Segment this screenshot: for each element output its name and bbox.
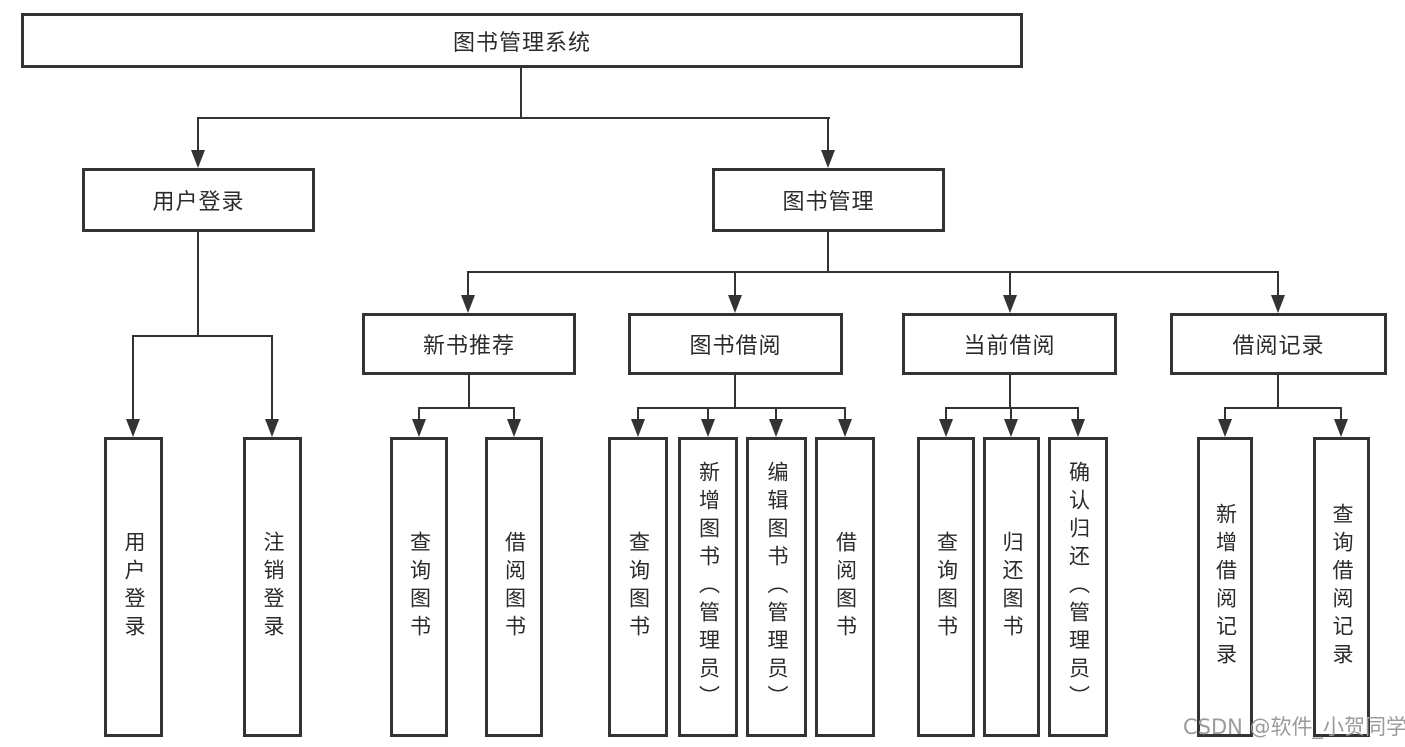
connector-newbooks-stub-2 (513, 407, 515, 421)
arrowhead-down-icon (507, 419, 521, 437)
connector-bookborrow-stub-2 (707, 407, 709, 421)
connector-bookborrow-vertical (734, 375, 736, 408)
connector-userlogin-horizontal (132, 335, 273, 337)
arrowhead-down-icon (769, 419, 783, 437)
connector-bookmgmt-vertical (827, 232, 829, 273)
connector-root-stub-right (827, 117, 829, 153)
node-book-management: 图书管理 (712, 168, 945, 232)
connector-newbooks-vertical (468, 375, 470, 408)
leaf-borrow-query-label: 查询图书 (626, 531, 651, 643)
connector-records-horizontal (1224, 407, 1342, 409)
connector-bookborrow-horizontal (637, 407, 846, 409)
node-root-label: 图书管理系统 (452, 30, 591, 56)
leaf-current-query-label: 查询图书 (934, 531, 959, 643)
leaf-records-query: 查询借阅记录 (1313, 437, 1370, 737)
arrowhead-down-icon (631, 419, 645, 437)
connector-newbooks-stub-1 (418, 407, 420, 421)
arrowhead-down-icon (126, 419, 140, 437)
leaf-borrow-query: 查询图书 (608, 437, 668, 737)
node-user-login: 用户登录 (82, 168, 315, 232)
connector-records-vertical (1277, 375, 1279, 408)
connector-root-stub-left (197, 117, 199, 153)
connector-currentborrow-stub-1 (945, 407, 947, 421)
connector-root-vertical (520, 67, 522, 118)
connector-newbooks-horizontal (418, 407, 515, 409)
connector-currentborrow-stub-3 (1077, 407, 1079, 421)
connector-userlogin-vertical (197, 232, 199, 336)
leaf-current-query: 查询图书 (917, 437, 975, 737)
node-borrow-records-label: 借阅记录 (1232, 334, 1325, 359)
arrowhead-down-icon (1334, 419, 1348, 437)
node-new-book-recommend: 新书推荐 (362, 313, 576, 375)
connector-bookmgmt-stub-4 (1277, 271, 1279, 297)
connector-bookmgmt-stub-1 (467, 271, 469, 297)
arrowhead-down-icon (1003, 295, 1017, 313)
node-root: 图书管理系统 (21, 13, 1023, 68)
leaf-borrow-edit-admin-label: 编辑图书（管理员） (765, 461, 789, 713)
node-book-borrow-label: 图书借阅 (689, 334, 782, 359)
arrowhead-down-icon (1004, 419, 1018, 437)
node-new-book-recommend-label: 新书推荐 (422, 334, 515, 359)
leaf-current-confirm-admin-label: 确认归还（管理员） (1066, 461, 1091, 713)
connector-bookborrow-stub-1 (637, 407, 639, 421)
leaf-borrow-book: 借阅图书 (815, 437, 875, 737)
node-current-borrow-label: 当前借阅 (963, 334, 1056, 359)
connector-root-horizontal (197, 117, 830, 119)
leaf-user-login-label: 用户登录 (122, 531, 146, 643)
leaf-user-login: 用户登录 (104, 437, 163, 737)
leaf-borrow-add-admin-label: 新增图书（管理员） (696, 461, 721, 713)
connector-currentborrow-vertical (1009, 375, 1011, 408)
connector-currentborrow-stub-2 (1010, 407, 1012, 421)
node-book-borrow: 图书借阅 (628, 313, 843, 375)
leaf-newbooks-borrow: 借阅图书 (485, 437, 543, 737)
arrowhead-down-icon (728, 295, 742, 313)
arrowhead-down-icon (191, 150, 205, 168)
connector-currentborrow-horizontal (945, 407, 1079, 409)
connector-bookmgmt-horizontal (468, 271, 1279, 273)
arrowhead-down-icon (701, 419, 715, 437)
connector-bookborrow-stub-3 (775, 407, 777, 421)
arrowhead-down-icon (1071, 419, 1085, 437)
connector-userlogin-stub-2 (271, 335, 273, 420)
leaf-newbooks-query: 查询图书 (390, 437, 448, 737)
arrowhead-down-icon (1218, 419, 1232, 437)
connector-userlogin-stub-1 (132, 335, 134, 420)
leaf-current-confirm-admin: 确认归还（管理员） (1048, 437, 1108, 737)
leaf-newbooks-query-label: 查询图书 (407, 531, 432, 643)
leaf-records-add-label: 新增借阅记录 (1213, 503, 1238, 671)
csdn-watermark: CSDN @软件_小贺同学 (1183, 715, 1405, 739)
leaf-records-add: 新增借阅记录 (1197, 437, 1253, 737)
leaf-records-query-label: 查询借阅记录 (1330, 503, 1354, 671)
arrowhead-down-icon (1271, 295, 1285, 313)
arrowhead-down-icon (265, 419, 279, 437)
node-user-login-label: 用户登录 (152, 190, 245, 215)
arrowhead-down-icon (838, 419, 852, 437)
arrowhead-down-icon (939, 419, 953, 437)
connector-records-stub-2 (1340, 407, 1342, 421)
leaf-logout-label: 注销登录 (261, 531, 285, 643)
node-book-management-label: 图书管理 (782, 190, 875, 215)
leaf-current-return-label: 归还图书 (1000, 531, 1024, 643)
leaf-newbooks-borrow-label: 借阅图书 (502, 531, 527, 643)
connector-records-stub-1 (1224, 407, 1226, 421)
leaf-borrow-add-admin: 新增图书（管理员） (678, 437, 738, 737)
connector-bookmgmt-stub-3 (1009, 271, 1011, 297)
connector-bookborrow-stub-4 (844, 407, 846, 421)
arrowhead-down-icon (461, 295, 475, 313)
node-borrow-records: 借阅记录 (1170, 313, 1387, 375)
arrowhead-down-icon (821, 150, 835, 168)
leaf-borrow-edit-admin: 编辑图书（管理员） (746, 437, 807, 737)
node-current-borrow: 当前借阅 (902, 313, 1117, 375)
connector-bookmgmt-stub-2 (734, 271, 736, 297)
leaf-current-return: 归还图书 (983, 437, 1040, 737)
leaf-logout: 注销登录 (243, 437, 302, 737)
leaf-borrow-book-label: 借阅图书 (833, 531, 858, 643)
arrowhead-down-icon (412, 419, 426, 437)
